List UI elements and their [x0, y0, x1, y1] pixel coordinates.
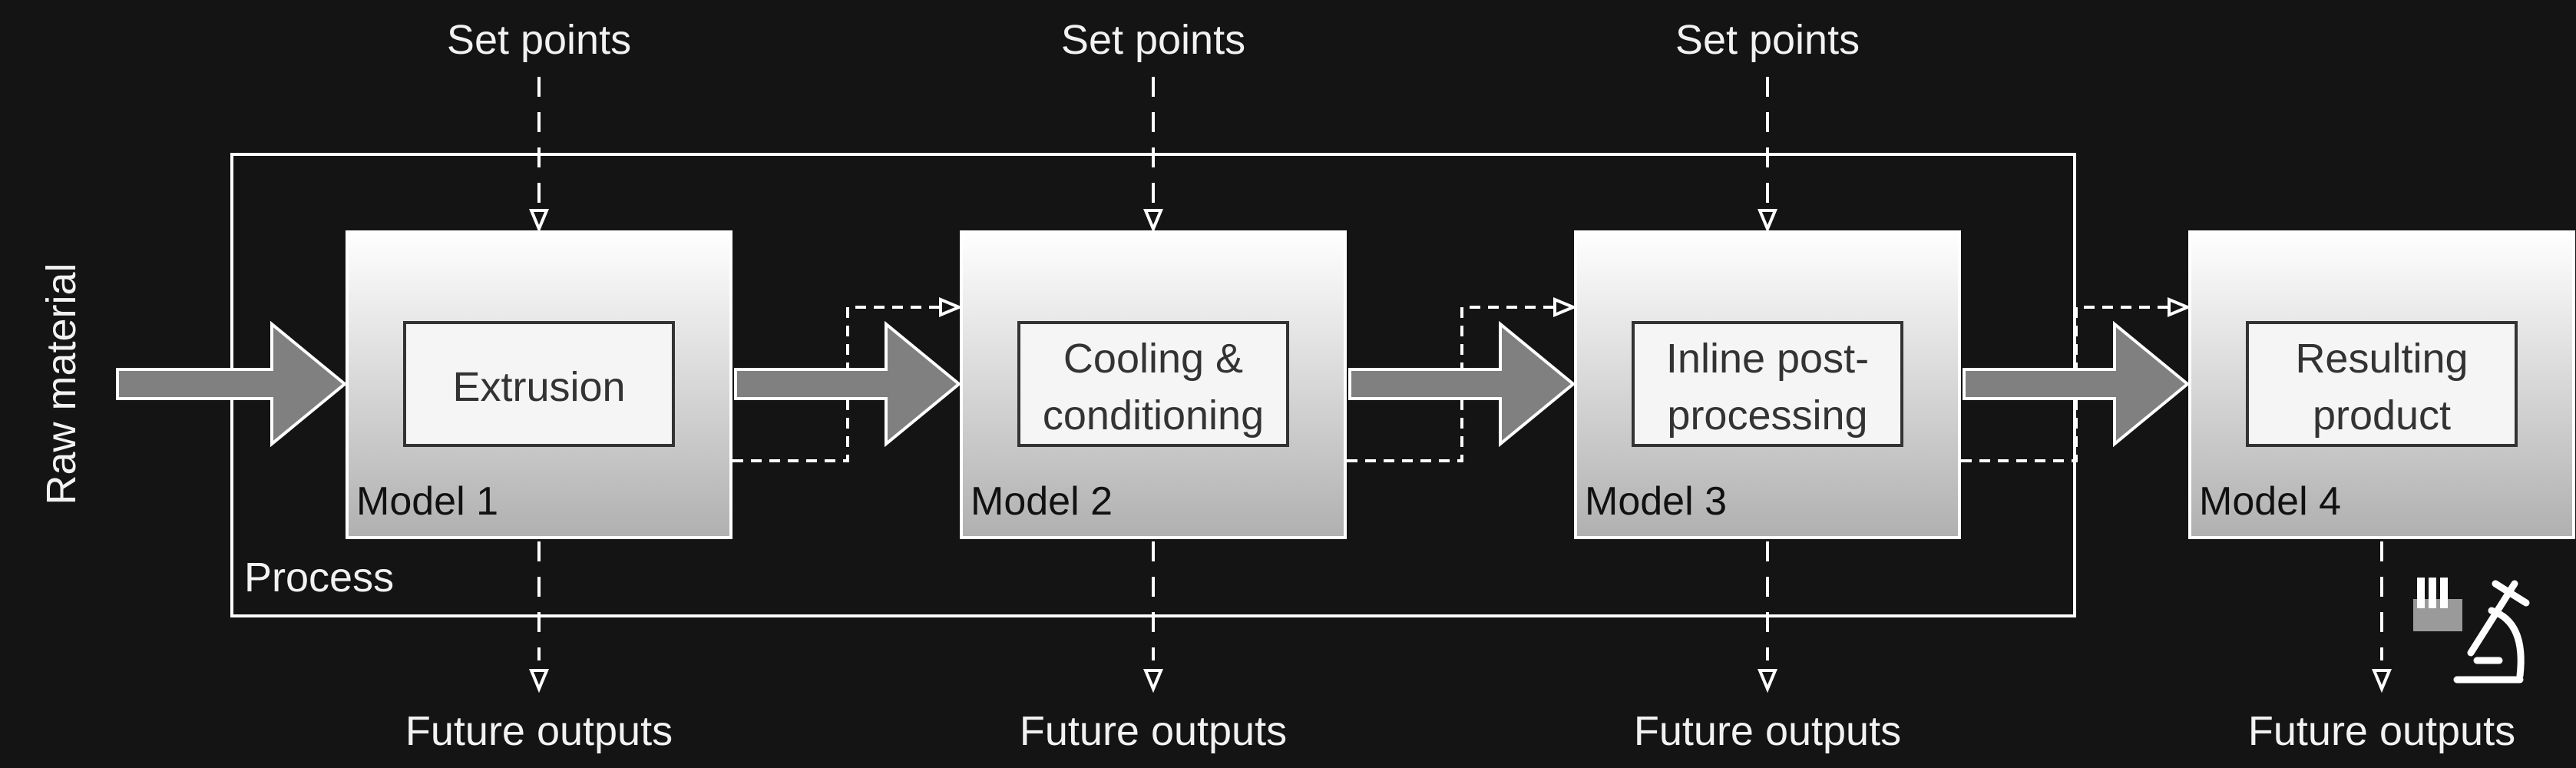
- stage-box: [403, 321, 675, 447]
- outputs-arrowhead: [529, 669, 549, 694]
- test-tubes-icon: [2413, 578, 2462, 631]
- model-label: Model 2: [971, 479, 1113, 524]
- future-outputs-label: Future outputs: [1020, 708, 1287, 754]
- microscope-icon: [2453, 580, 2530, 684]
- feed-forward-arrowhead: [1553, 297, 1578, 317]
- outputs-arrowhead: [1143, 669, 1163, 694]
- model-label: Model 4: [2199, 479, 2341, 524]
- stage-label: Resulting: [2295, 336, 2468, 382]
- stage-label: processing: [1667, 392, 1867, 439]
- set-points-label: Set points: [1675, 17, 1860, 63]
- set-points-label: Set points: [447, 17, 631, 63]
- set-points-arrowhead: [529, 209, 549, 233]
- feed-forward-arrowhead: [2168, 297, 2192, 317]
- future-outputs-label: Future outputs: [2248, 708, 2515, 754]
- set-points-arrowhead: [1143, 209, 1163, 233]
- flow-arrow: [734, 320, 962, 448]
- input-arrow: [116, 320, 348, 448]
- stage-box: [1017, 321, 1289, 447]
- future-outputs-label: Future outputs: [1634, 708, 1901, 754]
- stage-label: Inline post-: [1666, 336, 1869, 382]
- stage-label: conditioning: [1043, 392, 1264, 439]
- flow-arrow: [1963, 320, 2191, 448]
- outputs-arrowhead: [2372, 669, 2392, 694]
- stage-box: [2246, 321, 2518, 447]
- set-points-label: Set points: [1061, 17, 1245, 63]
- process-label: Process: [244, 554, 394, 601]
- future-outputs-label: Future outputs: [405, 708, 673, 754]
- stage-box: [1632, 321, 1903, 447]
- raw-material-label: Raw material: [38, 263, 84, 505]
- model-label: Model 1: [356, 479, 498, 524]
- outputs-arrowhead: [1758, 669, 1777, 694]
- set-points-arrowhead: [1758, 209, 1777, 233]
- stage-label: Extrusion: [452, 364, 625, 410]
- feed-forward-arrowhead: [939, 297, 964, 317]
- flow-arrow: [1348, 320, 1576, 448]
- model-label: Model 3: [1585, 479, 1727, 524]
- stage-label: Cooling &: [1063, 336, 1243, 382]
- stage-label: product: [2313, 392, 2451, 439]
